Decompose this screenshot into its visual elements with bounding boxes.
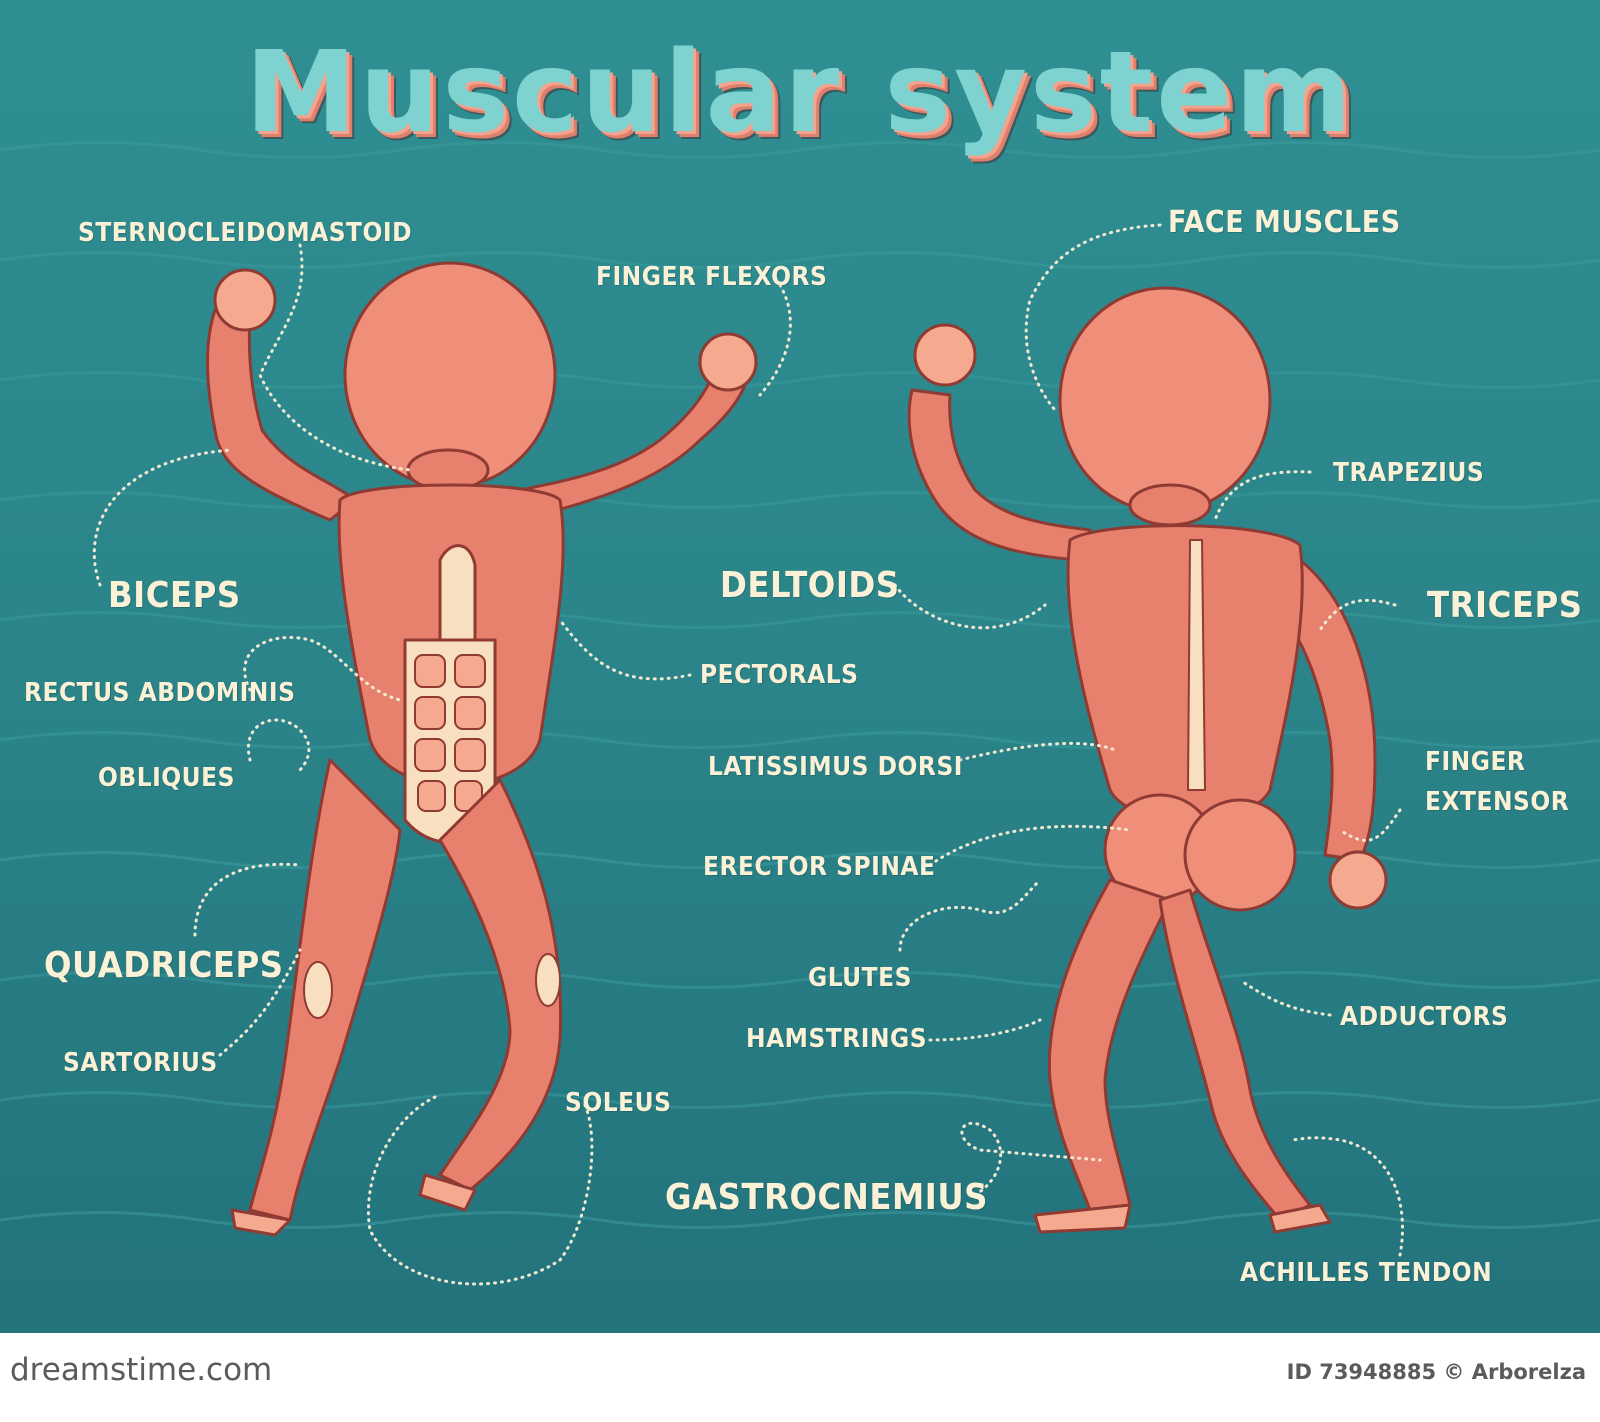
label-adductors: ADDUCTORS xyxy=(1340,1002,1509,1032)
label-trapezius: TRAPEZIUS xyxy=(1333,458,1485,488)
watermark-site: dreamstime.com xyxy=(10,1352,273,1388)
anatomy-illustration xyxy=(92,223,1404,1286)
label-gastrocnemius: GASTROCNEMIUS xyxy=(665,1177,988,1218)
label-biceps: BICEPS xyxy=(108,575,241,616)
label-hamstrings: HAMSTRINGS xyxy=(746,1024,928,1054)
front-figure xyxy=(206,261,758,1237)
label-finger-extensor-line2: EXTENSOR xyxy=(1425,787,1570,817)
label-triceps: TRICEPS xyxy=(1427,585,1583,626)
watermark-id: ID 73948885 © Arborelza xyxy=(1286,1360,1586,1384)
label-quadriceps: QUADRICEPS xyxy=(44,945,284,986)
label-glutes: GLUTES xyxy=(808,963,912,993)
label-sternocleidomastoid: STERNOCLEIDOMASTOID xyxy=(78,218,413,248)
label-face-muscles: FACE MUSCLES xyxy=(1168,205,1401,240)
label-pectorals: PECTORALS xyxy=(700,660,859,690)
label-finger-extensor-line1: FINGER xyxy=(1425,747,1526,777)
label-obliques: OBLIQUES xyxy=(98,763,236,793)
watermark-footer xyxy=(0,1333,1600,1422)
label-finger-flexors: FINGER FLEXORS xyxy=(596,262,828,292)
background-wave-texture xyxy=(0,141,1600,1229)
label-soleus: SOLEUS xyxy=(565,1088,672,1118)
label-achilles-tendon: ACHILLES TENDON xyxy=(1240,1258,1493,1288)
label-rectus-abdominis: RECTUS ABDOMINIS xyxy=(24,678,296,708)
label-sartorius: SARTORIUS xyxy=(63,1048,218,1078)
label-erector-spinae: ERECTOR SPINAE xyxy=(703,852,936,882)
label-deltoids: DELTOIDS xyxy=(720,565,900,606)
label-latissimus-dorsi: LATISSIMUS DORSI xyxy=(708,752,963,782)
poster-title: Muscular system xyxy=(245,28,1355,158)
back-figure xyxy=(907,286,1388,1234)
poster: Muscular system STERNOCLEIDOMASTOID FING… xyxy=(0,0,1600,1333)
leader-lines xyxy=(92,223,1404,1286)
